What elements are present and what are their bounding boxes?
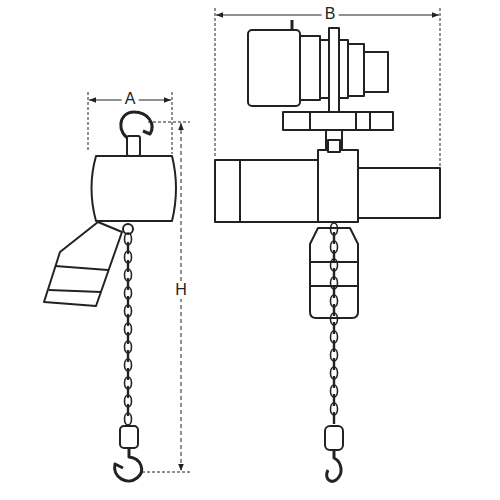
chain-link [127, 242, 129, 254]
drawing-stroke [142, 122, 190, 472]
chain-link [333, 304, 335, 316]
chain-link [333, 250, 335, 262]
drawing-stroke [328, 140, 340, 152]
top-hook [121, 112, 152, 156]
bottom-hook-right [325, 426, 343, 481]
drawing-stroke [327, 450, 341, 481]
drawing-stroke [215, 160, 318, 222]
chain-link [333, 340, 335, 352]
chain-bucket [310, 228, 358, 318]
control-box [44, 222, 122, 306]
drawing-stroke [127, 136, 140, 156]
drawing-stroke [318, 150, 358, 222]
drawing-stroke [364, 52, 388, 92]
drawing-stroke [358, 168, 440, 218]
chain-link [127, 368, 129, 380]
dimension-label: H [172, 281, 190, 299]
chain-link [127, 404, 129, 416]
chain-link [127, 296, 129, 308]
drawing-stroke [44, 222, 122, 306]
drawing-stroke [310, 262, 358, 286]
hoist-body [92, 156, 177, 221]
chain-link [333, 412, 335, 424]
drawing-stroke [239, 160, 241, 222]
drawing-stroke [329, 28, 339, 114]
chain-link [333, 358, 335, 370]
drawing-stroke [49, 266, 108, 292]
chain-link [127, 386, 129, 398]
chain-link [125, 413, 132, 425]
drawing-stroke [310, 228, 358, 318]
dimension-lines [88, 8, 440, 472]
chain-link [127, 278, 129, 290]
chain-link [127, 314, 129, 326]
drawing-stroke [339, 40, 348, 98]
drawing-stroke [348, 44, 364, 96]
load-chain [125, 223, 338, 425]
dimension-label: B [322, 5, 339, 23]
chain-link [333, 322, 335, 334]
hoist-side [215, 140, 440, 222]
chain-link [333, 286, 335, 298]
drawing-stroke [215, 8, 440, 166]
dimension-label: A [122, 90, 139, 108]
trolley [248, 20, 393, 150]
chain-link [127, 332, 129, 344]
drawing-stroke [283, 112, 393, 130]
drawing-stroke [300, 36, 320, 100]
chain-link [127, 260, 129, 272]
drawing-stroke [320, 40, 329, 98]
chain-link [333, 268, 335, 280]
drawing-stroke [325, 426, 343, 450]
chain-link [333, 232, 335, 244]
drawing-stroke [115, 448, 142, 481]
chain-link [127, 350, 129, 362]
chain-link [333, 376, 335, 388]
drawing-stroke [120, 426, 138, 448]
drawing-stroke [248, 30, 300, 106]
drawing-stroke [310, 112, 370, 130]
bottom-hook [115, 426, 142, 481]
chain-link [333, 394, 335, 406]
drawing-stroke [44, 20, 440, 481]
